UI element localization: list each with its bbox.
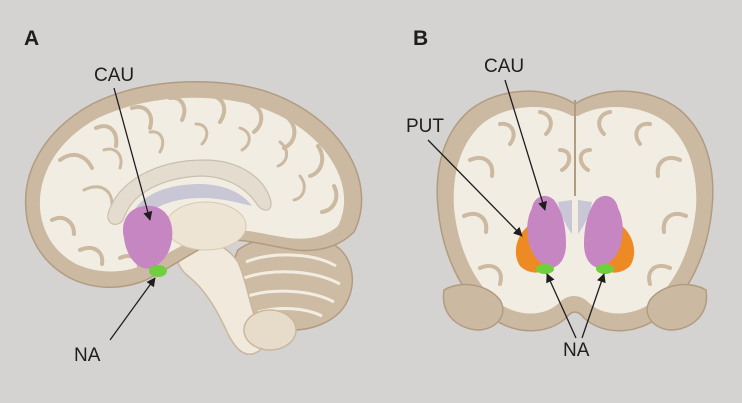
label-b-na: NA: [563, 340, 590, 361]
panel-a: A CAU NA: [24, 27, 362, 366]
panel-b-letter: B: [413, 27, 428, 50]
nucleus-accumbens: [149, 265, 167, 277]
left-nucleus-accumbens: [536, 264, 554, 274]
thalamus: [166, 202, 246, 250]
panel-b: B CAU PUT NA: [406, 27, 713, 361]
label-b-put: PUT: [406, 116, 444, 137]
label-b-cau: CAU: [484, 56, 524, 77]
panel-a-letter: A: [24, 27, 39, 50]
label-a-na: NA: [74, 345, 101, 366]
right-nucleus-accumbens: [596, 264, 614, 274]
label-a-cau: CAU: [94, 65, 134, 86]
pons: [244, 310, 296, 350]
